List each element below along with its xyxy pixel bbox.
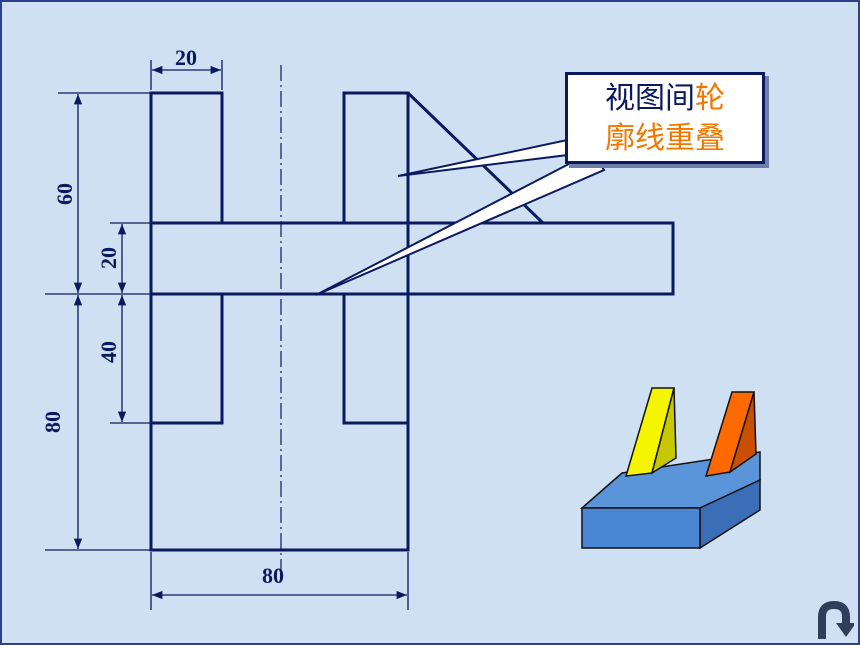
dimension-lines (45, 60, 409, 610)
left-lower-post (149, 292, 224, 425)
callout-line-2: 廓线重叠 (605, 121, 725, 156)
dim-lower-height-text: 80 (40, 411, 65, 433)
dim-lower-inner-text: 40 (96, 341, 121, 363)
dim-upper-height-text: 60 (52, 183, 77, 205)
return-arrow-icon[interactable] (814, 601, 854, 641)
right-lower-post (342, 292, 410, 425)
callout-line-1: 视图间轮 (568, 79, 762, 119)
left-upper-post (149, 91, 224, 225)
callout-orange-text-1: 轮 (695, 81, 725, 116)
front-view (149, 91, 675, 552)
iso-base-front (581, 507, 701, 549)
horizontal-plate (149, 221, 675, 296)
overlap-callout: 视图间轮 廓线重叠 (565, 72, 765, 164)
right-upper-post (342, 91, 410, 225)
isometric-model (580, 387, 761, 550)
iso-yellow-rib-side (650, 387, 677, 475)
callout-dark-text: 视图间 (605, 81, 695, 116)
dim-flange-text: 20 (96, 247, 121, 269)
return-arrow-glyph (818, 601, 854, 639)
iso-orange-rib-side (728, 391, 757, 474)
dim-bottom-width-text: 80 (262, 563, 284, 588)
callout-pointers (315, 134, 606, 296)
base-outline (149, 294, 410, 552)
dim-top-width-text: 20 (175, 45, 197, 70)
